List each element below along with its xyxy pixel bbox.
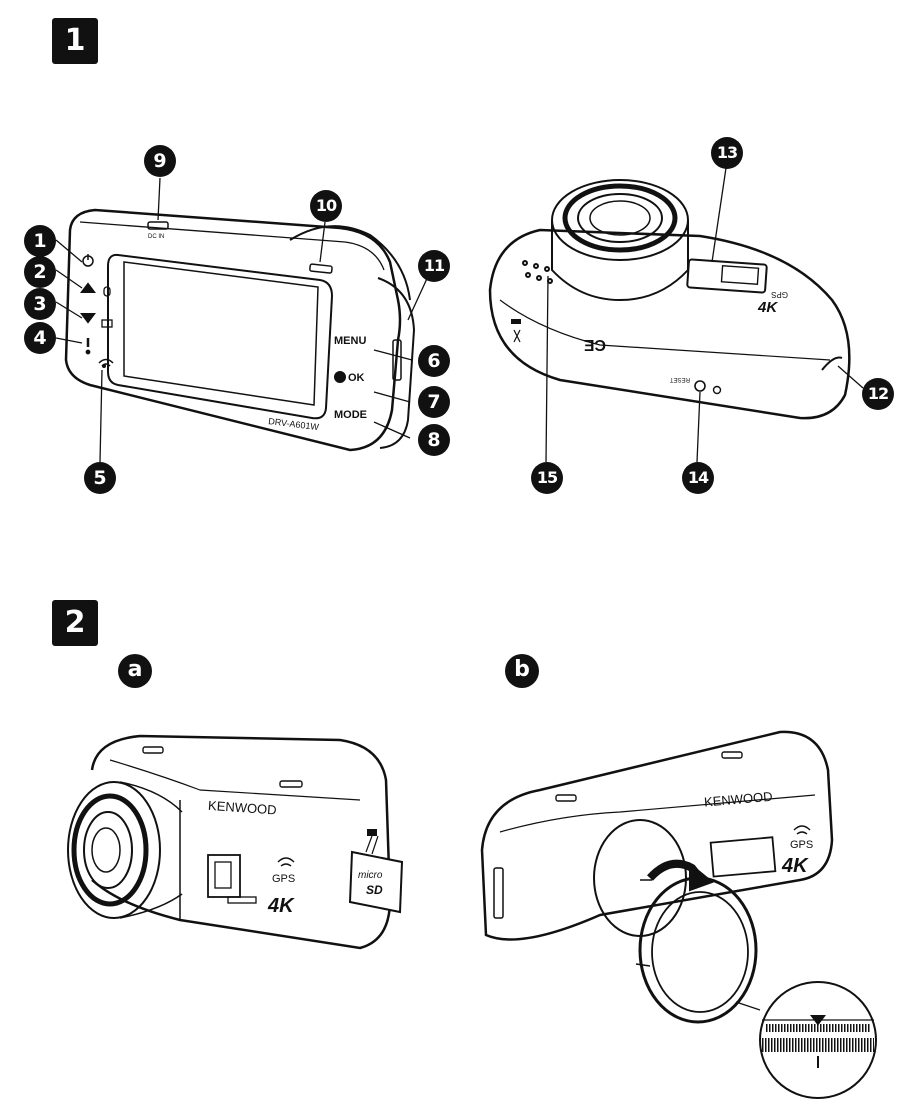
ce-label: CE (583, 336, 606, 353)
4k-b-label: 4K (781, 855, 809, 877)
sd-card-insertion-view (67, 734, 404, 950)
callout-9: 9 (144, 145, 176, 177)
reset-label: RESET (670, 376, 690, 382)
callout-12: 12 (862, 378, 894, 410)
4k-a-label: 4K (267, 895, 295, 917)
callout-5: 5 (84, 462, 116, 494)
callout-10: 10 (310, 190, 342, 222)
callout-3: 3 (24, 288, 56, 320)
back-4k-label: 4K (757, 299, 778, 316)
brand-b-label: KENWOOD (703, 789, 773, 810)
callout-7: 7 (418, 386, 450, 418)
back-gps-label: GPS (771, 290, 788, 299)
sub-label-a: a (118, 654, 152, 688)
gps-a-label: GPS (272, 873, 295, 885)
front-view-camera (64, 208, 416, 452)
brand-a-label: KENWOOD (208, 798, 278, 818)
mode-label: MODE (334, 409, 367, 421)
callout-2: 2 (24, 256, 56, 288)
port-label: DC IN (148, 234, 164, 240)
gps-b-label: GPS (790, 839, 813, 851)
ok-label: OK (348, 372, 365, 384)
callout-13: 13 (711, 137, 743, 169)
card-line2-label: SD (366, 883, 383, 897)
menu-label: MENU (334, 335, 366, 347)
section-2-marker: 2 (52, 600, 98, 646)
back-view-camera (488, 179, 851, 420)
callout-4: 4 (24, 322, 56, 354)
callout-6: 6 (418, 345, 450, 377)
lens-cap-removal-view (480, 730, 877, 1099)
callout-1: 1 (24, 225, 56, 257)
callout-8: 8 (418, 424, 450, 456)
card-line1-label: micro (358, 870, 383, 881)
section-1-marker: 1 (52, 18, 98, 64)
sub-label-b: b (505, 654, 539, 688)
callout-11: 11 (418, 250, 450, 282)
callout-14: 14 (682, 462, 714, 494)
callout-15: 15 (531, 462, 563, 494)
